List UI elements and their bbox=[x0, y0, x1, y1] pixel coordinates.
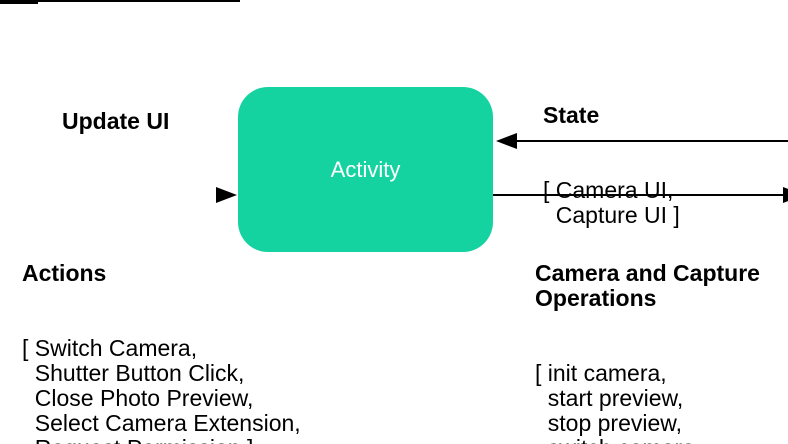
state-items: [ Camera UI, Capture UI ] bbox=[543, 177, 680, 228]
actions-label-block: Actions [ Switch Camera, Shutter Button … bbox=[22, 211, 301, 444]
state-edge-line bbox=[515, 140, 788, 142]
state-title: State bbox=[543, 102, 600, 128]
actions-arrowhead-icon bbox=[216, 187, 237, 203]
state-label-block: State [ Camera UI, Capture UI ] bbox=[543, 53, 680, 278]
operations-items: [ init camera, start preview, stop previ… bbox=[535, 360, 701, 444]
operations-arrowhead-icon bbox=[783, 187, 788, 203]
operations-title: Camera and Capture Operations bbox=[535, 260, 760, 311]
operations-label-block: Camera and Capture Operations [ init cam… bbox=[535, 211, 760, 444]
activity-node-label: Activity bbox=[330, 156, 401, 182]
top-left-crop-artifact bbox=[0, 0, 38, 4]
actions-title: Actions bbox=[22, 260, 107, 286]
actions-items: [ Switch Camera, Shutter Button Click, C… bbox=[22, 335, 301, 444]
activity-node: Activity bbox=[238, 87, 493, 252]
update-ui-label: Update UI bbox=[62, 108, 170, 134]
state-arrowhead-icon bbox=[496, 133, 517, 149]
actions-edge-line bbox=[0, 0, 217, 2]
operations-edge-line bbox=[493, 194, 788, 196]
